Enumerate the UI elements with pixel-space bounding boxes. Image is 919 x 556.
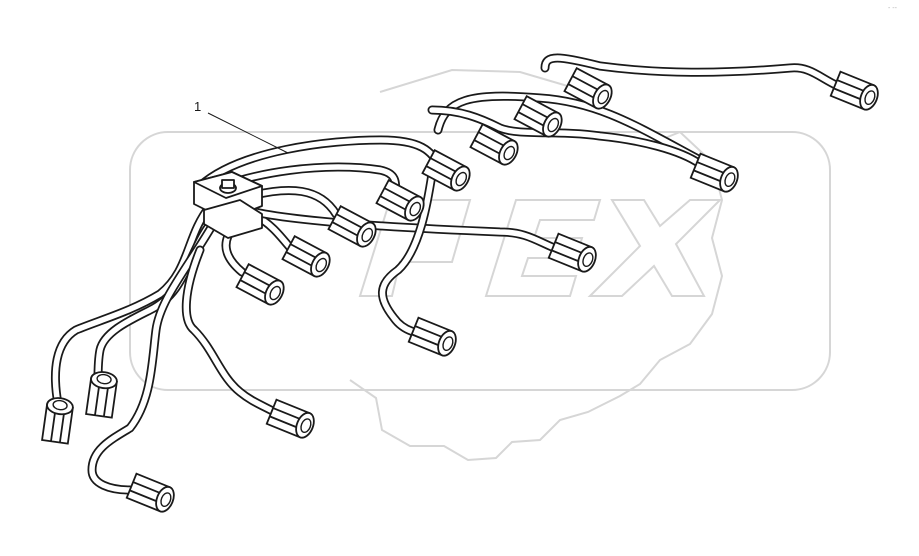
union-nut bbox=[421, 148, 471, 192]
nut-bore bbox=[361, 227, 374, 243]
union-nut bbox=[469, 122, 519, 166]
union-nut bbox=[513, 94, 563, 138]
union-nut bbox=[235, 262, 285, 306]
pipe-bore bbox=[252, 209, 568, 255]
pipe-bore bbox=[435, 93, 713, 169]
pipe-clamp bbox=[193, 171, 263, 239]
injection-pipe bbox=[433, 91, 715, 171]
nut-bore bbox=[300, 418, 312, 434]
union-nut bbox=[281, 234, 331, 278]
nut-bore bbox=[96, 373, 112, 385]
union-nut bbox=[689, 152, 739, 193]
nut-bore bbox=[409, 201, 422, 217]
union-nuts bbox=[41, 66, 879, 513]
nut-bore bbox=[52, 399, 68, 411]
nut-bore bbox=[442, 336, 454, 352]
pipe-bore bbox=[223, 233, 245, 275]
pipe-bore bbox=[183, 247, 285, 419]
injection-pipe bbox=[540, 53, 843, 91]
clamp-lower-plate bbox=[203, 199, 263, 239]
callout-1-label: 1 bbox=[194, 99, 201, 114]
pipe-bore bbox=[379, 171, 435, 337]
injection-pipe bbox=[87, 221, 217, 495]
union-nut bbox=[563, 66, 613, 110]
union-nut bbox=[407, 316, 457, 357]
union-nut bbox=[85, 371, 118, 419]
union-nut bbox=[547, 232, 597, 273]
nut-bore bbox=[582, 252, 594, 268]
injection-pipe bbox=[181, 245, 287, 421]
pipe-bore bbox=[52, 203, 213, 407]
union-nut bbox=[375, 178, 425, 222]
injection-pipe bbox=[250, 207, 570, 257]
union-nut bbox=[41, 397, 74, 445]
callout-1-leader bbox=[207, 112, 289, 154]
nut-bore bbox=[160, 492, 172, 508]
nut-bore bbox=[455, 171, 468, 187]
union-nut bbox=[829, 70, 879, 111]
union-nut bbox=[265, 398, 315, 439]
injection-pipe bbox=[50, 201, 215, 409]
pipe-bore bbox=[89, 223, 215, 493]
nut-bore bbox=[269, 285, 282, 301]
nut-bore bbox=[724, 172, 736, 188]
corner-mark: - -- bbox=[888, 5, 898, 12]
union-nut bbox=[125, 472, 175, 513]
nut-bore bbox=[547, 117, 560, 133]
clamp-bolt-shank bbox=[221, 179, 235, 189]
injection-pipe bbox=[378, 169, 437, 339]
nut-bore bbox=[597, 89, 610, 105]
injection-pipe bbox=[221, 231, 247, 277]
union-nut bbox=[327, 204, 377, 248]
nut-bore bbox=[315, 257, 328, 273]
callout-1: 1 bbox=[194, 99, 289, 154]
pipe-bore bbox=[542, 55, 841, 89]
pipe-bore bbox=[197, 137, 443, 189]
nut-bore bbox=[503, 145, 516, 161]
injection-pipe bbox=[195, 135, 445, 191]
nut-bore bbox=[864, 90, 876, 106]
